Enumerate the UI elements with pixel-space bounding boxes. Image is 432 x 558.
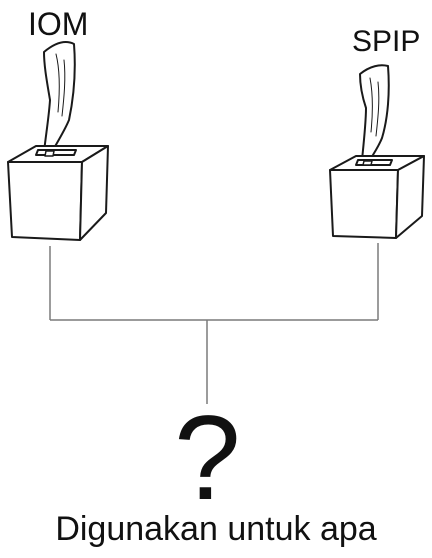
- right-ballot-box-icon: [330, 65, 424, 238]
- right-box-label: SPIP: [352, 27, 420, 57]
- question-mark: ?: [174, 398, 241, 518]
- left-ballot-box-icon: [8, 42, 108, 240]
- left-box-label: IOM: [28, 8, 88, 40]
- caption: Digunakan untuk apa: [0, 512, 432, 546]
- connector-lines: [50, 243, 378, 404]
